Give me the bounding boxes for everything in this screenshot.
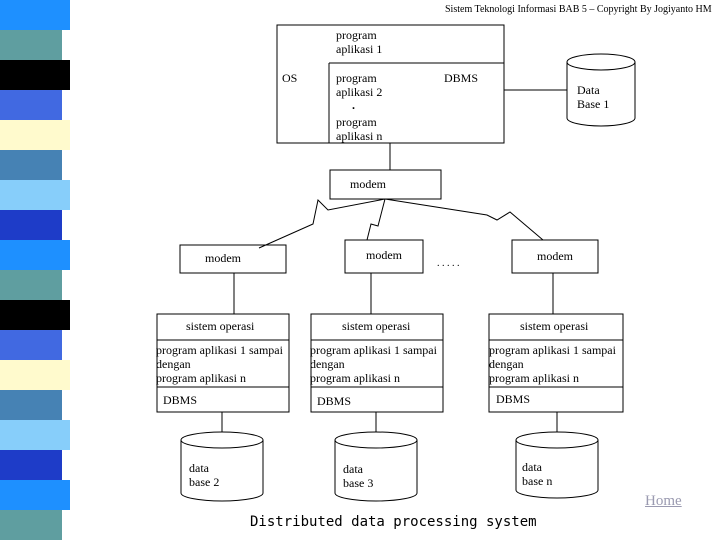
home-link[interactable]: Home (645, 493, 682, 509)
node-dbms: DBMS (163, 393, 198, 407)
node-os: sistem operasi (186, 319, 255, 333)
stripe-block (0, 60, 70, 90)
stripe-block (0, 150, 62, 180)
os-label: OS (282, 71, 298, 85)
stripe-block (0, 0, 70, 30)
node-dbms: DBMS (496, 392, 531, 406)
stripe-block (0, 420, 70, 450)
stripe-block (0, 480, 70, 510)
node-dbms: DBMS (317, 394, 352, 408)
node-modem: modem (537, 249, 573, 263)
stripe-block (0, 30, 62, 60)
node-modem: modem (205, 251, 241, 265)
stripe-block (0, 390, 62, 420)
decorative-stripe (0, 0, 70, 540)
node-os: sistem operasi (520, 319, 589, 333)
stripe-block (0, 330, 62, 360)
diagram-caption: Distributed data processing system (250, 514, 537, 530)
stripe-block (0, 120, 70, 150)
stripe-block (0, 510, 62, 540)
central-modem-label: modem (350, 177, 386, 191)
stripe-block (0, 450, 62, 480)
stripe-block (0, 210, 62, 240)
node-os: sistem operasi (342, 319, 411, 333)
top-dbms-label: DBMS (444, 71, 479, 85)
stripe-block (0, 300, 70, 330)
header-text: Sistem Teknologi Informasi BAB 5 – Copyr… (445, 4, 712, 15)
ellipsis: . . . . . (437, 258, 460, 269)
stripe-block (0, 90, 62, 120)
node-modem: modem (366, 248, 402, 262)
stripe-block (0, 240, 70, 270)
dot-separator: . (352, 98, 355, 112)
stripe-block (0, 270, 62, 300)
stripe-block (0, 180, 70, 210)
stripe-block (0, 360, 70, 390)
